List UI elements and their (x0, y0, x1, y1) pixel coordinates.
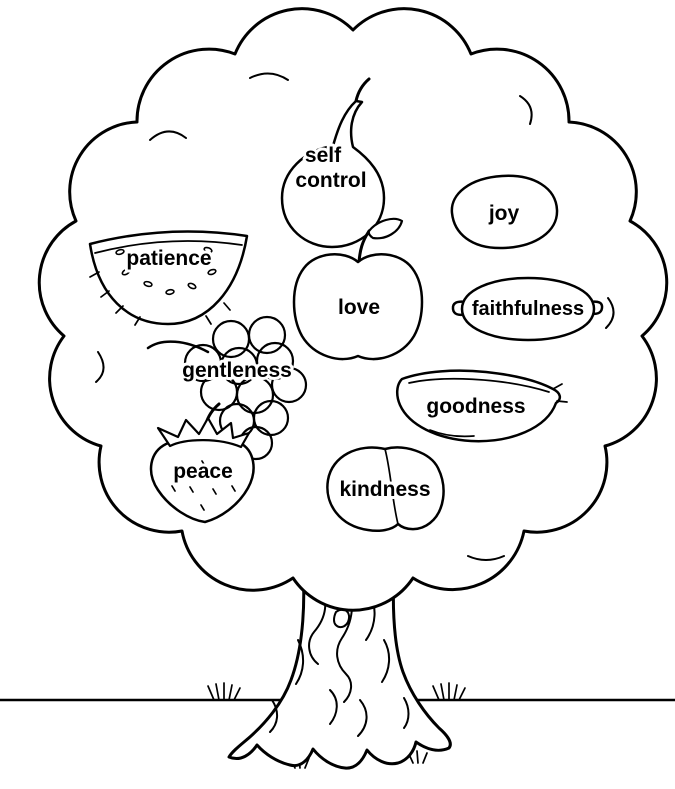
watermelon-seeds (115, 246, 217, 296)
seed (165, 288, 175, 296)
lemon-icon (451, 276, 604, 342)
fruit-labels: self control joy patience love faithfuln… (123, 141, 587, 504)
trunk-wood-grain (269, 574, 410, 737)
banana-texture (429, 383, 568, 438)
label-joy: joy (488, 202, 520, 225)
seed (115, 248, 125, 256)
seed (121, 268, 131, 276)
strawberry-icon (149, 402, 255, 524)
label-self-control-line1: self (305, 144, 342, 167)
grape-stem (146, 340, 210, 354)
foliage-texture (95, 72, 615, 561)
pear-icon (280, 77, 386, 249)
peach-cleft (384, 448, 399, 525)
grape (247, 315, 287, 355)
label-gentleness: gentleness (182, 359, 292, 382)
watermelon-slice-icon (88, 230, 249, 326)
seed (207, 268, 217, 276)
banana-icon (396, 369, 568, 443)
label-goodness: goodness (426, 395, 525, 418)
label-self-control-line2: control (295, 169, 366, 192)
strawberry-crown (156, 416, 251, 449)
joy-fruit-outline (450, 174, 559, 250)
peach-icon (326, 446, 445, 532)
watermelon-edge-ticks (89, 271, 231, 326)
watermelon-rind-line (94, 240, 243, 254)
label-kindness: kindness (339, 478, 430, 501)
label-peace: peace (173, 460, 233, 483)
lemon-outline (460, 276, 596, 342)
tree-trunk (227, 543, 452, 770)
seed (143, 280, 153, 288)
label-faithfulness: faithfulness (472, 298, 584, 320)
watermelon-outline (88, 230, 249, 326)
grass-tuft-right (432, 682, 466, 701)
grass-tuft-left (207, 682, 241, 701)
label-patience: patience (126, 247, 211, 270)
apple-icon (292, 217, 424, 361)
grape (270, 366, 308, 404)
apple-leaf (367, 217, 404, 240)
lemon-nub-left (451, 300, 469, 317)
strawberry-seeds (171, 460, 236, 511)
trunk-outline (227, 543, 452, 770)
seed (203, 246, 213, 254)
banana-ridge (408, 378, 550, 393)
seed (187, 282, 197, 290)
pear-stem (354, 77, 371, 103)
pear-outline (280, 99, 386, 249)
label-love: love (338, 296, 380, 319)
apple-outline (292, 253, 424, 361)
apple-stem (357, 229, 371, 264)
banana-outline (396, 369, 562, 443)
round-fruit-icon (450, 174, 559, 250)
grape (255, 341, 295, 381)
